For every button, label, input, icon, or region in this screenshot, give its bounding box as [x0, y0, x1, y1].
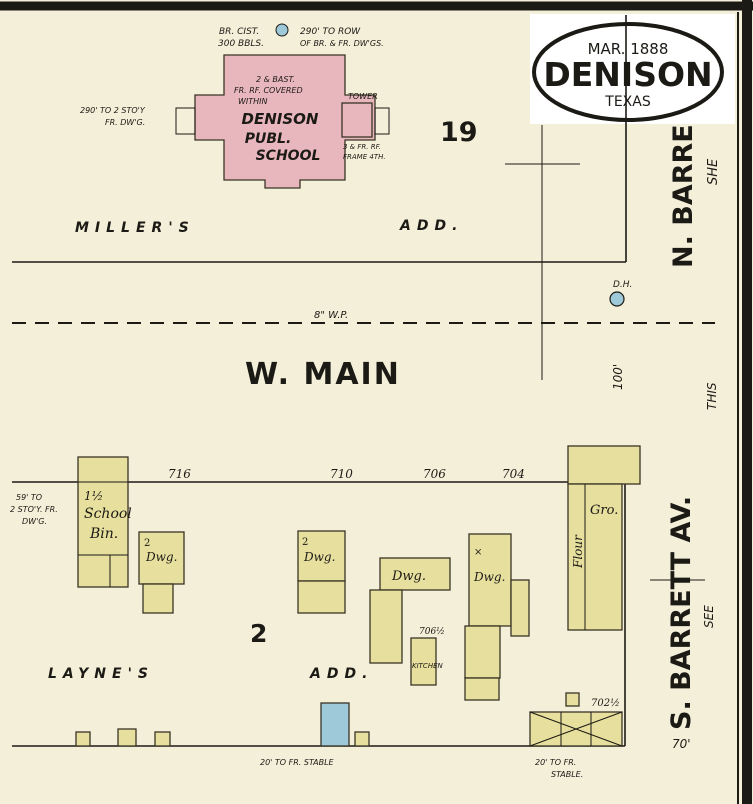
dwelling-716-main [138, 531, 185, 585]
school-name-2: PUBL. [245, 131, 292, 147]
dwelling-710-rear [297, 580, 346, 614]
school-stairs-west [175, 107, 196, 135]
dwelling-716-rear [142, 583, 174, 614]
store-702-awning [567, 445, 641, 485]
school-bin-stories: 1½ [84, 489, 103, 503]
stamp-state: TEXAS [604, 94, 651, 110]
dwelling-716-label: Dwg. [145, 550, 177, 564]
dwelling-706-main [379, 557, 451, 591]
miller-addition-label: MILLER'S [75, 220, 195, 236]
water-pipe-label: 8" W.P. [314, 310, 348, 321]
tower-label: TOWER [348, 92, 378, 101]
distance-70: 70' [672, 737, 691, 751]
north-avenue-label: N. BARRE [668, 124, 699, 268]
dwelling-704: × Dwg. [464, 533, 530, 701]
school-name-1: DENISON [242, 110, 319, 128]
west-note-2: FR. DW'G. [105, 118, 145, 127]
stamp-date: MAR. 1888 [588, 40, 669, 58]
store-gro-label: Gro. [590, 503, 618, 518]
outbuilding-1 [75, 731, 91, 747]
outbuilding-4 [354, 731, 370, 747]
dwelling-710-label: Dwg. [303, 550, 335, 564]
hydrant-symbol [609, 291, 625, 307]
edge-note-top: SHE [706, 158, 721, 185]
dwelling-710-stories: 2 [302, 537, 308, 548]
west-note-1: 290' TO 2 STO'Y [80, 106, 146, 115]
stable-702: 702½ [529, 692, 623, 747]
kitchen-706-half: 706½ KITCHEN [410, 626, 445, 686]
stable-702-shed [565, 692, 580, 707]
frame-label-2: FRAME 4TH. [343, 153, 386, 161]
school-tower [341, 102, 373, 138]
address-710: 710 [330, 467, 353, 481]
south-avenue-label: S. BARRETT AV. [666, 496, 697, 730]
dwelling-710: 2 Dwg. [297, 530, 346, 614]
main-street-label: W. MAIN [245, 357, 401, 392]
stable-702-cross-2 [529, 711, 623, 747]
layne-addition-suffix: ADD. [309, 666, 373, 682]
cistern-label-1: BR. CIST. [219, 27, 259, 37]
address-706-half: 706½ [419, 626, 445, 637]
dwelling-706-wing [369, 589, 403, 664]
layne-addition-label: LAYNE'S [48, 666, 154, 682]
dwelling-704-wing [510, 579, 530, 637]
kitchen-label: KITCHEN [412, 662, 444, 670]
public-school-building: 2 & BAST. FR. RF. COVERED WITHIN DENISON… [175, 54, 390, 189]
block-number-north: 19 [440, 117, 478, 148]
store-702: Flour Gro. [567, 445, 641, 631]
address-706: 706 [423, 467, 446, 481]
frame-label-1: 3 & FR. RF. [343, 143, 381, 151]
dwelling-704-shed [464, 677, 500, 701]
stamp-city: DENISON [543, 55, 712, 94]
cistern-symbol [275, 23, 289, 37]
stamp-ring [532, 22, 724, 122]
south-west-note-3: DW'G. [22, 517, 47, 526]
stable-note-right-2: STABLE. [551, 770, 583, 779]
store-702-main [567, 483, 623, 631]
cistern-label-2: 300 BBLS. [218, 39, 264, 49]
school-spec-3: WITHIN [238, 97, 268, 106]
school-spec-2: FR. RF. COVERED [234, 86, 303, 95]
miller-addition-suffix: ADD. [399, 218, 463, 234]
school-stairs-east [374, 107, 390, 135]
dwelling-706: Dwg. [369, 557, 451, 664]
store-flour-label: Flour [571, 534, 585, 569]
stable-note-left: 20' TO FR. STABLE [260, 758, 335, 767]
dwelling-704-stories: × [474, 547, 482, 558]
edge-note-see: SEE [702, 605, 716, 628]
school-name-3: SCHOOL [256, 148, 321, 164]
south-west-note-1: 59' TO [16, 493, 42, 502]
dwelling-716: 2 Dwg. [138, 531, 185, 614]
block-number-south: 2 [250, 619, 267, 648]
kitchen-outline [410, 637, 437, 686]
address-716: 716 [168, 467, 191, 481]
north-note-2: OF BR. & FR. DW'GS. [300, 39, 384, 48]
dwelling-710-main [297, 530, 346, 582]
dwelling-716-stories: 2 [144, 538, 150, 549]
dwelling-704-label: Dwg. [473, 570, 505, 584]
school-bin-outline [77, 456, 129, 588]
address-702-half: 702½ [591, 698, 620, 709]
outbuilding-3 [154, 731, 171, 747]
outbuilding-2 [117, 728, 137, 747]
date-stamp: MAR. 1888 DENISON TEXAS [530, 14, 735, 124]
dwelling-706-label: Dwg. [391, 569, 426, 584]
north-note-1: 290' TO ROW [300, 27, 361, 37]
address-704: 704 [502, 467, 525, 481]
school-bin-building: 1½ School Bin. [77, 456, 132, 588]
school-bin-label-2: Bin. [89, 526, 118, 542]
dwelling-704-rear [464, 625, 501, 679]
stone-stable [320, 702, 350, 747]
hydrant-label: D.H. [613, 280, 632, 290]
edge-note-this: THIS [705, 382, 719, 410]
south-west-note-2: 2 STO'Y. FR. [10, 505, 58, 514]
school-spec-1: 2 & BAST. [256, 75, 295, 84]
stable-note-right-1: 20' TO FR. [535, 758, 576, 767]
distance-100: 100' [611, 364, 625, 390]
school-bin-label-1: School [84, 506, 132, 522]
